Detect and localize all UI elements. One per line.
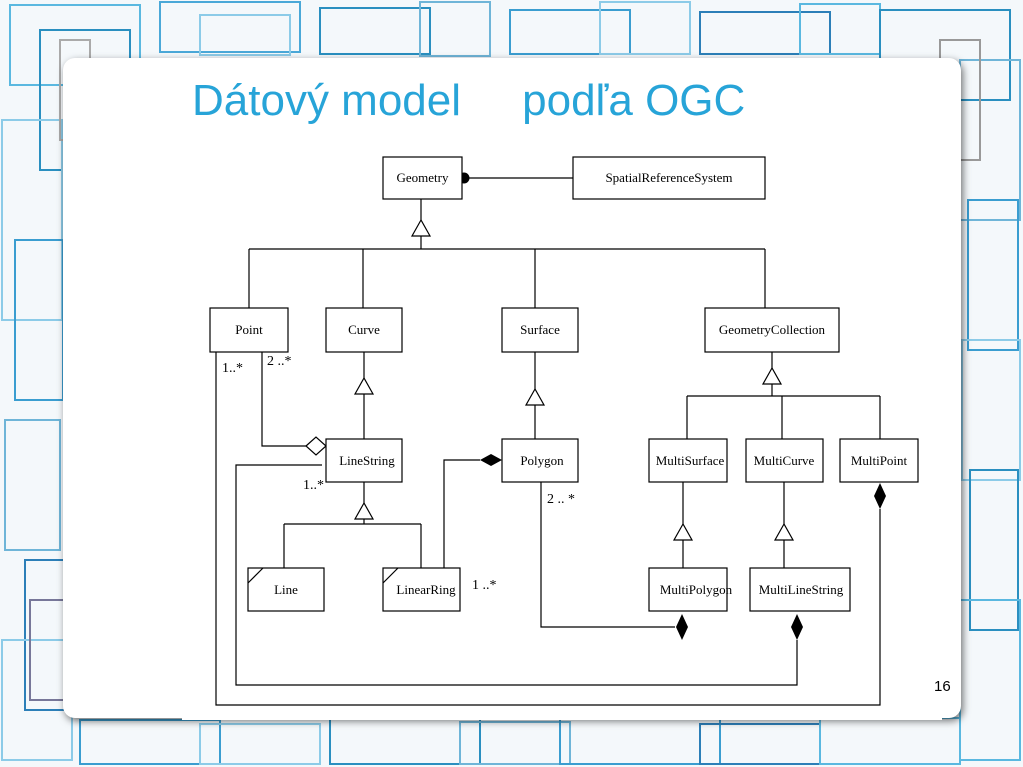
class-multicurve: MultiCurve [745, 438, 824, 483]
class-label: Polygon [520, 453, 564, 468]
class-label: MultiLineString [759, 582, 844, 597]
class-label: GeometryCollection [719, 322, 826, 337]
class-geometry-collection: GeometryCollection [704, 307, 840, 353]
class-label: LinearRing [396, 582, 456, 597]
class-multipoint: MultiPoint [839, 438, 919, 483]
class-label: Line [274, 582, 298, 597]
multiplicity-label: 1..* [303, 478, 324, 493]
class-label: Point [235, 322, 263, 337]
class-multisurface: MultiSurface [648, 438, 728, 483]
class-multipolygon: MultiPolygon [648, 567, 733, 612]
composition-diamond [874, 483, 886, 509]
class-line: Line [247, 567, 325, 612]
class-label: Geometry [397, 170, 449, 185]
class-label: MultiPoint [851, 453, 908, 468]
class-label: LineString [339, 453, 395, 468]
composition-diamond [676, 614, 688, 640]
edges [215, 172, 886, 706]
class-linestring: LineString [325, 438, 403, 483]
class-geometry: Geometry [382, 156, 463, 200]
class-spatial-reference-system: SpatialReferenceSystem [572, 156, 766, 200]
class-label: Curve [348, 322, 380, 337]
class-curve: Curve [325, 307, 403, 353]
multiplicity-label: 2 .. * [547, 492, 575, 507]
class-label: MultiPolygon [660, 582, 733, 597]
composition-diamond [480, 454, 502, 466]
class-label: Surface [520, 322, 560, 337]
class-label: MultiCurve [754, 453, 815, 468]
class-point: Point [209, 307, 289, 353]
class-multilinestring: MultiLineString [749, 567, 851, 612]
composition-diamond [791, 614, 803, 640]
class-surface: Surface [501, 307, 579, 353]
page-number: 16 [934, 678, 951, 695]
multiplicity-label: 1 ..* [472, 578, 497, 593]
multiplicity-label: 2 ..* [267, 354, 292, 369]
class-label: MultiSurface [656, 453, 725, 468]
slide-title: Dátový model podľa OGC [192, 76, 746, 125]
class-linearring: LinearRing [382, 567, 461, 612]
multiplicity-label: 1..* [222, 361, 243, 376]
class-polygon: Polygon [501, 438, 579, 483]
class-label: SpatialReferenceSystem [605, 170, 732, 185]
